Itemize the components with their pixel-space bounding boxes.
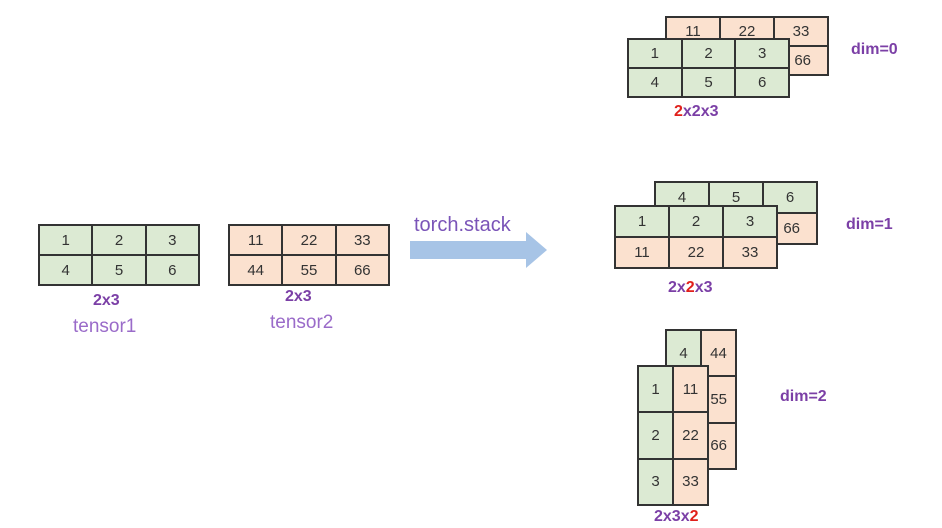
tensor2-cell: 55 [282, 255, 336, 285]
dim1-front-grid: 1 2 3 11 22 33 [614, 205, 778, 269]
dim2-front-grid: 1 11 2 22 3 33 [637, 365, 709, 506]
tensor1-shape: 2x3 [93, 292, 120, 309]
dim1-front-cell: 3 [723, 206, 777, 237]
tensor1-cell: 1 [39, 225, 93, 255]
dim2-label: dim=2 [780, 388, 827, 405]
dim0-label: dim=0 [851, 41, 898, 58]
tensor1-cell: 2 [92, 225, 146, 255]
dim2-shape: 2x3x2 [654, 508, 699, 525]
tensor2-shape: 2x3 [285, 288, 312, 305]
tensor1-grid: 1 2 3 4 5 6 [38, 224, 200, 286]
dim1-front-cell: 2 [669, 206, 723, 237]
dim1-label: dim=1 [846, 216, 893, 233]
tensor2-cell: 22 [282, 225, 336, 255]
dim2-front-cell: 1 [638, 366, 673, 413]
arrow-icon [410, 232, 547, 268]
tensor2-cell: 33 [335, 225, 389, 255]
dim2-front-cell: 2 [638, 412, 673, 459]
dim1-front-cell: 11 [615, 237, 669, 268]
tensor2-cell: 11 [229, 225, 283, 255]
dim0-front-cell: 4 [628, 68, 682, 97]
dim1-front-cell: 22 [669, 237, 723, 268]
tensor1-cell: 6 [145, 255, 199, 285]
dim0-front-cell: 2 [681, 39, 736, 68]
tensor2-grid: 11 22 33 44 55 66 [228, 224, 390, 286]
operation-label: torch.stack [414, 214, 511, 236]
dim0-shape: 2x2x3 [674, 103, 719, 120]
dim2-front-cell: 11 [673, 366, 708, 413]
dim0-front-cell: 6 [735, 68, 789, 97]
dim2-front-cell: 3 [638, 458, 673, 505]
tensor1-cell: 4 [39, 255, 93, 285]
dim1-shape: 2x2x3 [668, 279, 713, 296]
dim2-front-cell: 22 [673, 412, 708, 459]
dim0-front-cell: 1 [628, 39, 682, 68]
tensor2-cell: 66 [335, 255, 389, 285]
tensor1-cell: 5 [92, 255, 146, 285]
tensor2-name: tensor2 [270, 312, 334, 333]
dim0-front-cell: 5 [681, 68, 736, 97]
dim1-front-cell: 33 [723, 237, 777, 268]
dim1-front-cell: 1 [615, 206, 669, 237]
dim2-front-cell: 33 [673, 458, 708, 505]
tensor1-name: tensor1 [73, 316, 137, 337]
tensor1-cell: 3 [145, 225, 199, 255]
tensor2-cell: 44 [229, 255, 283, 285]
dim0-front-grid: 1 2 3 4 5 6 [627, 38, 790, 98]
dim0-front-cell: 3 [735, 39, 789, 68]
